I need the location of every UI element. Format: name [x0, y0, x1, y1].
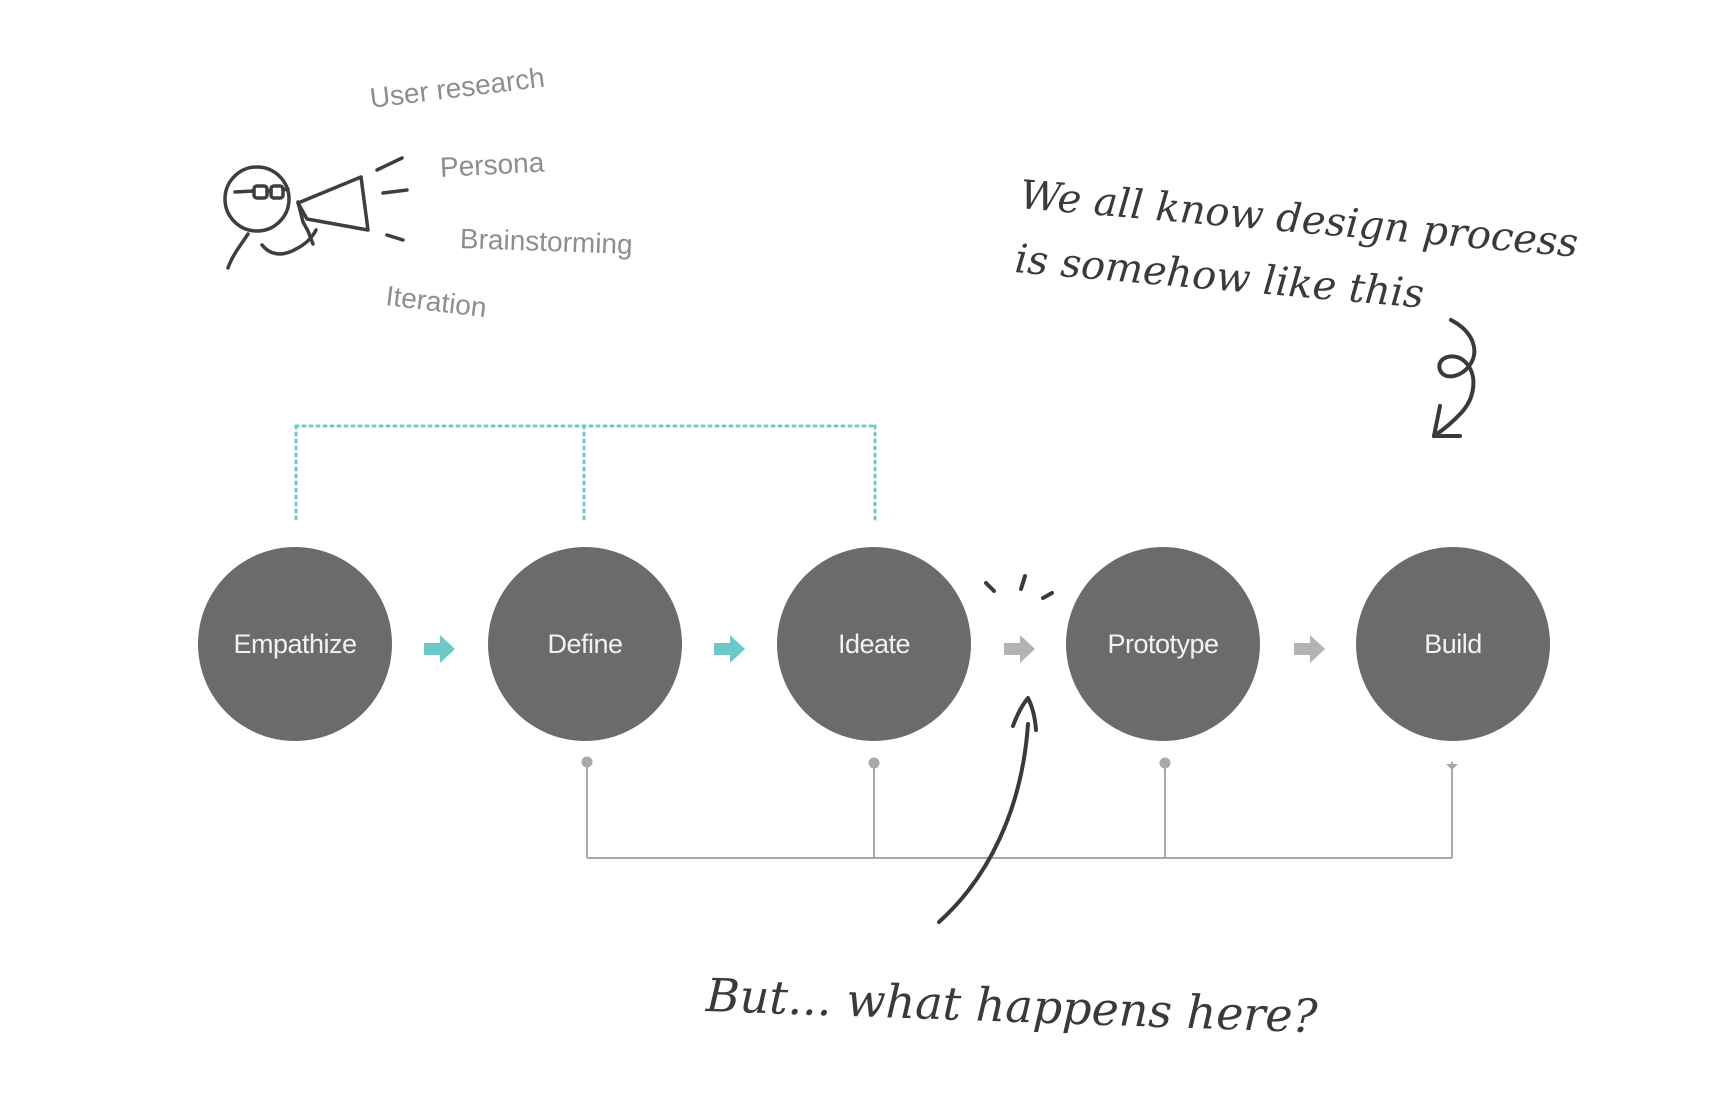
- step-ideate: Ideate: [777, 547, 971, 741]
- step-label: Build: [1424, 628, 1482, 659]
- arrow-ideate-to-prototype: [1004, 635, 1035, 663]
- step-build: Build: [1356, 547, 1550, 741]
- step-label: Empathize: [233, 628, 357, 659]
- step-label: Ideate: [837, 628, 911, 659]
- step-label: Prototype: [1107, 628, 1219, 659]
- keyword-persona: Persona: [439, 146, 545, 183]
- step-empathize: Empathize: [198, 547, 392, 741]
- step-prototype: Prototype: [1066, 547, 1260, 741]
- question-arrow: [937, 696, 1038, 924]
- step-label: Define: [547, 628, 623, 659]
- arrow-define-to-ideate: [714, 635, 745, 663]
- dotted-loop-bracket: [294, 424, 877, 526]
- keyword-brainstorming: Brainstorming: [459, 223, 634, 261]
- person-megaphone-icon: [223, 156, 409, 270]
- feedback-loop-dots: [581, 756, 1458, 770]
- step-define: Define: [488, 547, 682, 741]
- arrow-prototype-to-build: [1294, 635, 1325, 663]
- feedback-loop-connector: [586, 760, 1453, 859]
- arrow-empathize-to-define: [424, 635, 455, 663]
- curly-arrow: [1432, 318, 1477, 438]
- spark-marks: [984, 574, 1054, 600]
